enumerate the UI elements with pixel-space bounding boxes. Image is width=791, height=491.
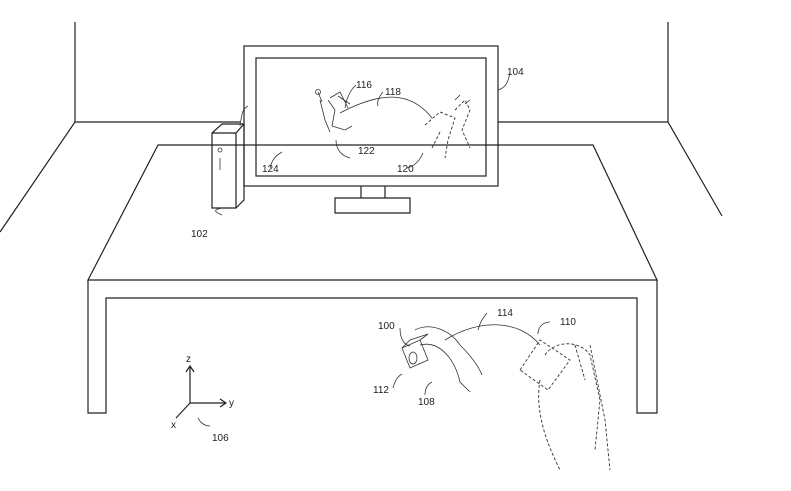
label-hand-moved: 110: [560, 317, 576, 328]
label-avatar-moved: 120: [397, 164, 414, 175]
axis-y-label: y: [229, 398, 234, 409]
label-controller: 100: [378, 321, 395, 332]
label-hand-path: 114: [497, 308, 513, 319]
hand-moved: [519, 339, 611, 471]
room: [0, 22, 723, 233]
avatar-figure-moved: [424, 94, 471, 159]
label-hand: 108: [418, 397, 435, 408]
reference-leaders: [197, 71, 551, 427]
hand-path-arc: [444, 324, 541, 346]
label-console: 102: [191, 229, 208, 240]
axis-z-label: z: [186, 354, 191, 365]
display-monitor: [243, 45, 499, 214]
avatar-figure: [315, 89, 353, 133]
hand-controller: [401, 326, 483, 393]
axis-x-label: x: [171, 420, 176, 431]
label-avatar-path: 118: [385, 87, 401, 98]
label-screen: 124: [262, 164, 279, 175]
label-axes: 106: [212, 433, 229, 444]
screen-content: [315, 89, 471, 159]
label-controller-motion: 112: [373, 385, 389, 396]
label-display: 104: [507, 67, 524, 78]
game-console: [211, 105, 249, 209]
label-avatar-motion: 122: [358, 146, 375, 157]
axes-indicator: z y x: [171, 354, 234, 431]
avatar-path-arc: [339, 96, 433, 119]
reference-labels: 102 104 116 118 122 124 120 100 114 110 …: [191, 67, 576, 444]
table: [87, 144, 658, 414]
label-avatar: 116: [356, 80, 372, 91]
